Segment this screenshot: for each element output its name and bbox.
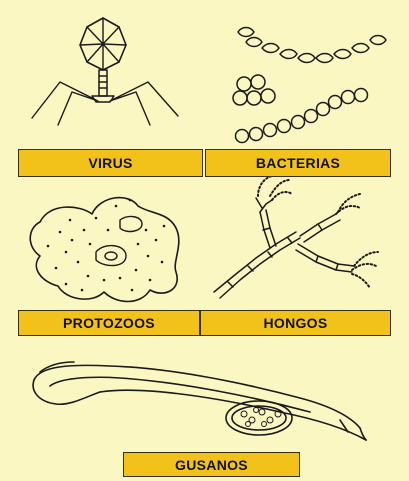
- bacteria-drawing: [233, 28, 386, 143]
- label-bacterias: BACTERIAS: [205, 149, 391, 177]
- worm-drawing: [33, 362, 366, 440]
- label-gusanos: GUSANOS: [123, 452, 300, 477]
- protozoa-drawing: [30, 198, 179, 302]
- virus-drawing: [32, 18, 178, 125]
- label-protozoos: PROTOZOOS: [18, 310, 200, 336]
- label-virus: VIRUS: [18, 149, 203, 177]
- fungi-drawing: [214, 176, 378, 298]
- label-hongos: HONGOS: [200, 310, 391, 336]
